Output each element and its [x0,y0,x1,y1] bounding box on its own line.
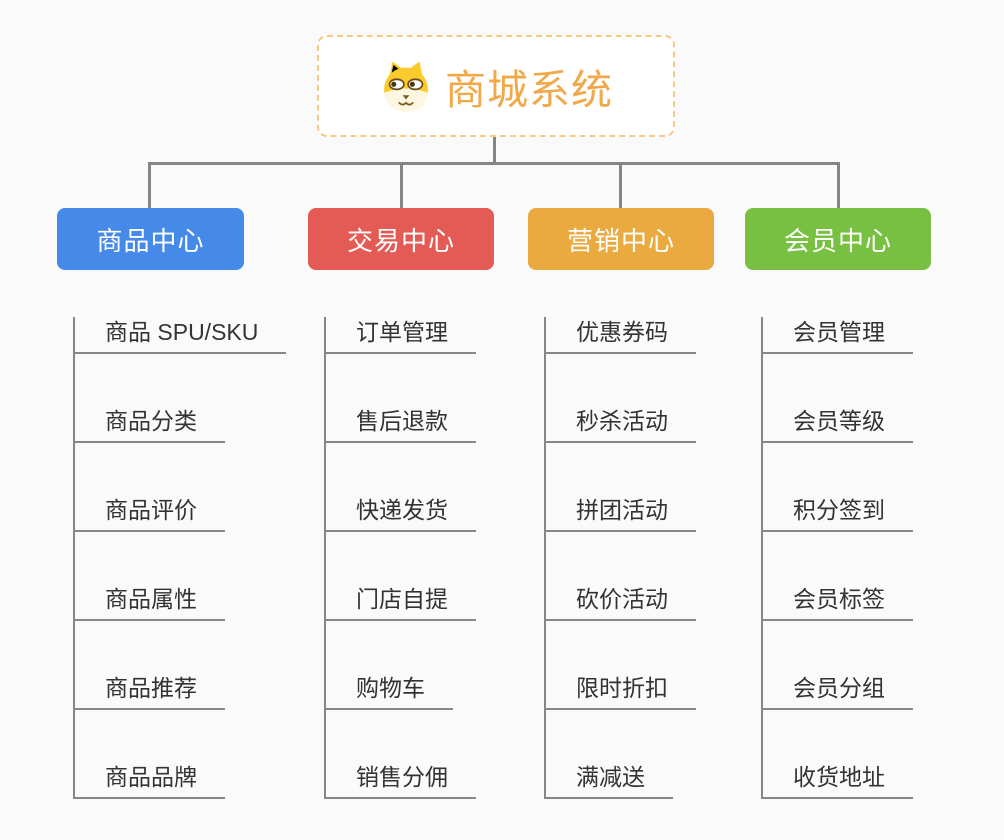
connector-horizontal-bar [148,162,840,165]
root-node[interactable]: 商城系统 [317,35,675,137]
branch-item[interactable]: 秒杀活动 [546,406,696,443]
branch-item[interactable]: 商品推荐 [75,673,225,710]
branch-item[interactable]: 收货地址 [763,762,913,799]
connector-drop-4 [837,162,840,208]
branch-item[interactable]: 商品分类 [75,406,225,443]
branch-item[interactable]: 积分签到 [763,495,913,532]
branch-header-product[interactable]: 商品中心 [57,208,244,270]
branch-item-list: 订单管理售后退款快递发货门店自提购物车销售分佣 [324,317,476,799]
branch-header-member[interactable]: 会员中心 [745,208,931,270]
branch-member-center: 会员中心 会员管理会员等级积分签到会员标签会员分组收货地址 [745,208,931,799]
branch-product-center: 商品中心 商品 SPU/SKU 商品分类商品评价商品属性商品推荐商品品牌 [57,208,287,799]
branch-item-list: 优惠券码秒杀活动拼团活动砍价活动限时折扣满减送 [544,317,696,799]
branch-header-trade[interactable]: 交易中心 [308,208,494,270]
branch-item[interactable]: 购物车 [326,673,453,710]
connector-drop-2 [400,162,403,208]
branch-item[interactable]: 商品 SPU/SKU [75,317,287,354]
branch-header-marketing[interactable]: 营销中心 [528,208,714,270]
branch-item[interactable]: 商品属性 [75,584,225,621]
branch-item[interactable]: 售后退款 [326,406,476,443]
branch-item[interactable]: 砍价活动 [546,584,696,621]
connector-drop-3 [619,162,622,208]
branch-item[interactable]: 会员分组 [763,673,913,710]
branch-item-list: 会员管理会员等级积分签到会员标签会员分组收货地址 [761,317,913,799]
dog-face-icon [379,59,433,113]
branch-marketing-center: 营销中心 优惠券码秒杀活动拼团活动砍价活动限时折扣满减送 [528,208,714,799]
branch-item[interactable]: 会员等级 [763,406,913,443]
connector-root-stem [493,137,496,164]
branch-item[interactable]: 会员管理 [763,317,913,354]
branch-item[interactable]: 订单管理 [326,317,476,354]
branch-item[interactable]: 商品评价 [75,495,225,532]
branch-item[interactable]: 门店自提 [326,584,476,621]
branch-item-list: 商品 SPU/SKU 商品分类商品评价商品属性商品推荐商品品牌 [73,317,287,799]
branch-item[interactable]: 满减送 [546,762,673,799]
connector-drop-1 [148,162,151,208]
root-title: 商城系统 [445,67,613,113]
branch-item[interactable]: 拼团活动 [546,495,696,532]
branch-item[interactable]: 优惠券码 [546,317,696,354]
branch-item[interactable]: 会员标签 [763,584,913,621]
branch-item[interactable]: 限时折扣 [546,673,696,710]
branch-item[interactable]: 快递发货 [326,495,476,532]
branch-item[interactable]: 商品品牌 [75,762,225,799]
branch-item[interactable]: 销售分佣 [326,762,476,799]
branch-trade-center: 交易中心 订单管理售后退款快递发货门店自提购物车销售分佣 [308,208,494,799]
